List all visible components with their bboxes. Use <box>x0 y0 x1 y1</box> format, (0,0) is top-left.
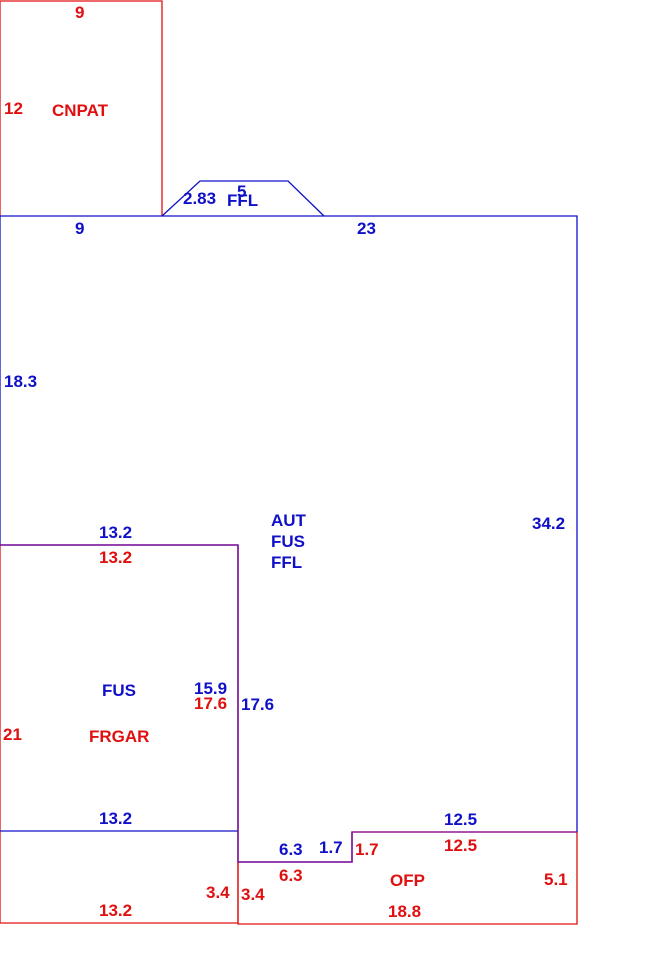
main-step-top-dim: 13.2 <box>99 523 132 542</box>
ofp-side-left-dim: 3.4 <box>241 885 265 904</box>
main-notch-right-dim: 12.5 <box>444 810 477 829</box>
ofp-notch-small-dim: 1.7 <box>355 840 379 859</box>
cnpat-side-dim: 12 <box>4 99 23 118</box>
bay-dim-a: 2.83 <box>183 189 216 208</box>
fus-side-dim: 15.9 <box>194 679 227 698</box>
shared-edge-porch <box>238 831 577 863</box>
bay-name: FFL <box>227 191 258 210</box>
ofp-bottom-dim: 18.8 <box>388 902 421 921</box>
main-name-3: FFL <box>271 553 302 572</box>
cnpat-top-dim: 9 <box>75 3 84 22</box>
main-top-left-dim: 9 <box>75 219 84 238</box>
ofp-top-right-dim: 12.5 <box>444 836 477 855</box>
main-step-side-dim: 17.6 <box>241 695 274 714</box>
ofp-notch-left-dim: 6.3 <box>279 866 303 885</box>
main-name-1: AUT <box>271 511 307 530</box>
fus-bottom-dim: 13.2 <box>99 809 132 828</box>
frgar-right-dim: 17.6 <box>194 694 227 713</box>
frgar-small-side-dim: 3.4 <box>206 883 230 902</box>
main-notch-left-dim: 6.3 <box>279 840 303 859</box>
ofp-name: OFP <box>390 871 425 890</box>
main-notch-small-dim: 1.7 <box>319 838 343 857</box>
frgar-left-dim: 21 <box>3 725 22 744</box>
main-top-right-dim: 23 <box>357 219 376 238</box>
main-left-dim: 18.3 <box>4 372 37 391</box>
bay-dim-b: 5 <box>237 182 246 201</box>
cnpat-outline <box>0 0 163 216</box>
frgar-bottom-dim: 13.2 <box>99 901 132 920</box>
bay-outline <box>161 180 325 217</box>
fus-name: FUS <box>102 681 136 700</box>
frgar-name: FRGAR <box>89 727 149 746</box>
frgar-top-dim: 13.2 <box>99 548 132 567</box>
main-right-dim: 34.2 <box>532 514 565 533</box>
ofp-side-right-dim: 5.1 <box>544 870 568 889</box>
cnpat-name: CNPAT <box>52 101 109 120</box>
main-name-2: FUS <box>271 532 305 551</box>
